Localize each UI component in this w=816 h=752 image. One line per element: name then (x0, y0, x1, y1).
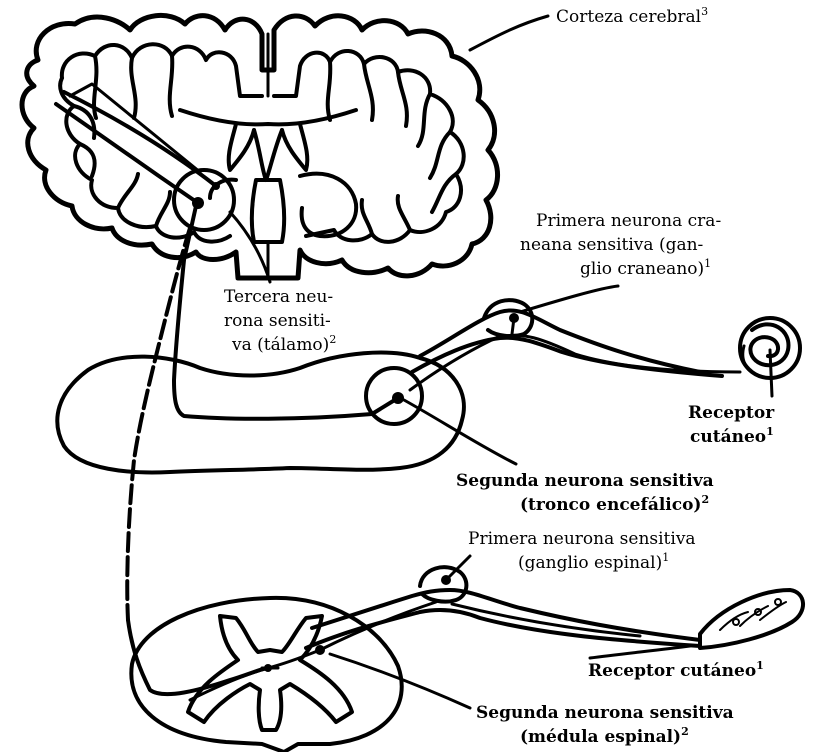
cranial-ganglion (484, 300, 532, 336)
label-first-cranial: Primera neurona cra- neana sensitiva (ga… (520, 211, 727, 279)
leader-cortex (470, 16, 548, 50)
lateral-ventricles (229, 124, 308, 180)
label-second-spinal: Segunda neurona sensitiva (médula espina… (476, 703, 740, 747)
leader-second-brainstem (404, 400, 516, 464)
label-second-brainstem: Segunda neurona sensitiva (tronco encefá… (456, 471, 720, 515)
lower-receptor (700, 590, 803, 648)
spinal-grey-matter (188, 616, 352, 730)
label-third-neuron: Tercera neu- rona sensiti- va (tálamo)2 (224, 287, 339, 355)
leader-first-cranial (520, 286, 618, 312)
leader-receptor-upper (770, 350, 772, 396)
label-first-spinal: Primera neurona sensitiva (ganglio espin… (468, 529, 701, 573)
caudate-right (300, 174, 356, 236)
brain-section (22, 15, 498, 278)
label-receptor-lower: Receptor cutáneo1 (588, 659, 764, 681)
cranial-nerve-inner (410, 335, 740, 390)
cranial-ganglion-stem (512, 318, 514, 334)
leader-receptor-lower (590, 646, 690, 658)
third-ventricle (252, 180, 284, 242)
label-receptor-upper: Receptor cutáneo1 (688, 403, 780, 447)
spinal-ganglion (420, 567, 466, 601)
cranial-nerve-upper (420, 310, 700, 372)
brain-sulci (74, 56, 456, 234)
label-cortex: Corteza cerebral3 (556, 5, 708, 27)
